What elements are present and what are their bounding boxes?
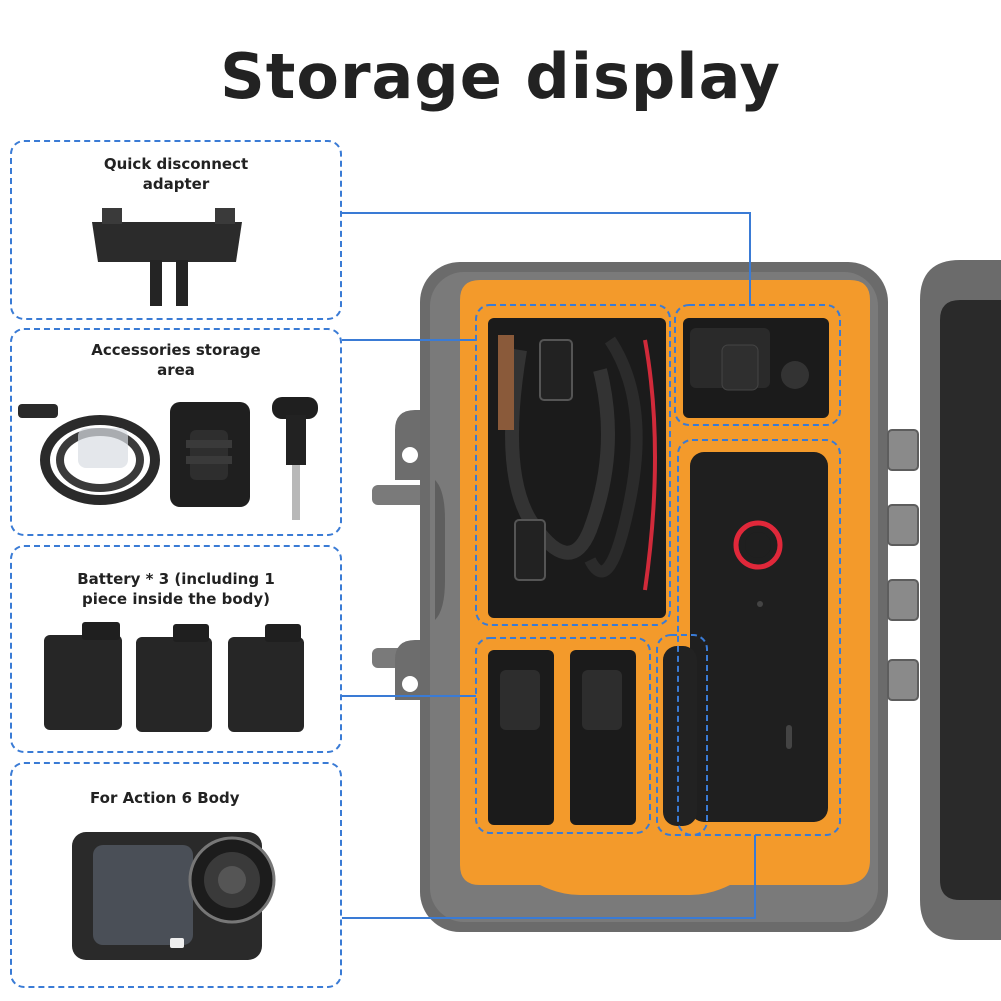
- mount-adapter-image: [170, 402, 250, 507]
- action-camera-image: [72, 832, 276, 960]
- battery-image: [44, 622, 304, 732]
- quick-disconnect-adapter-image: [92, 208, 242, 306]
- panel-label-line2: adapter: [142, 175, 210, 193]
- page-title: Storage display: [220, 40, 781, 113]
- panel-label-line1: For Action 6 Body: [90, 789, 240, 807]
- panel-label-line1: Accessories storage: [91, 341, 261, 359]
- panel-label-line2: piece inside the body): [81, 590, 271, 608]
- panel-label-line1: Quick disconnect: [103, 155, 249, 173]
- storage-case-image: [372, 260, 1001, 940]
- panel-label-line2: area: [157, 361, 195, 379]
- panel-label-line1: Battery * 3 (including 1: [77, 570, 275, 588]
- thumb-screw-image: [272, 397, 318, 520]
- usb-cable-image: [18, 404, 160, 505]
- connector-lines: [342, 212, 756, 919]
